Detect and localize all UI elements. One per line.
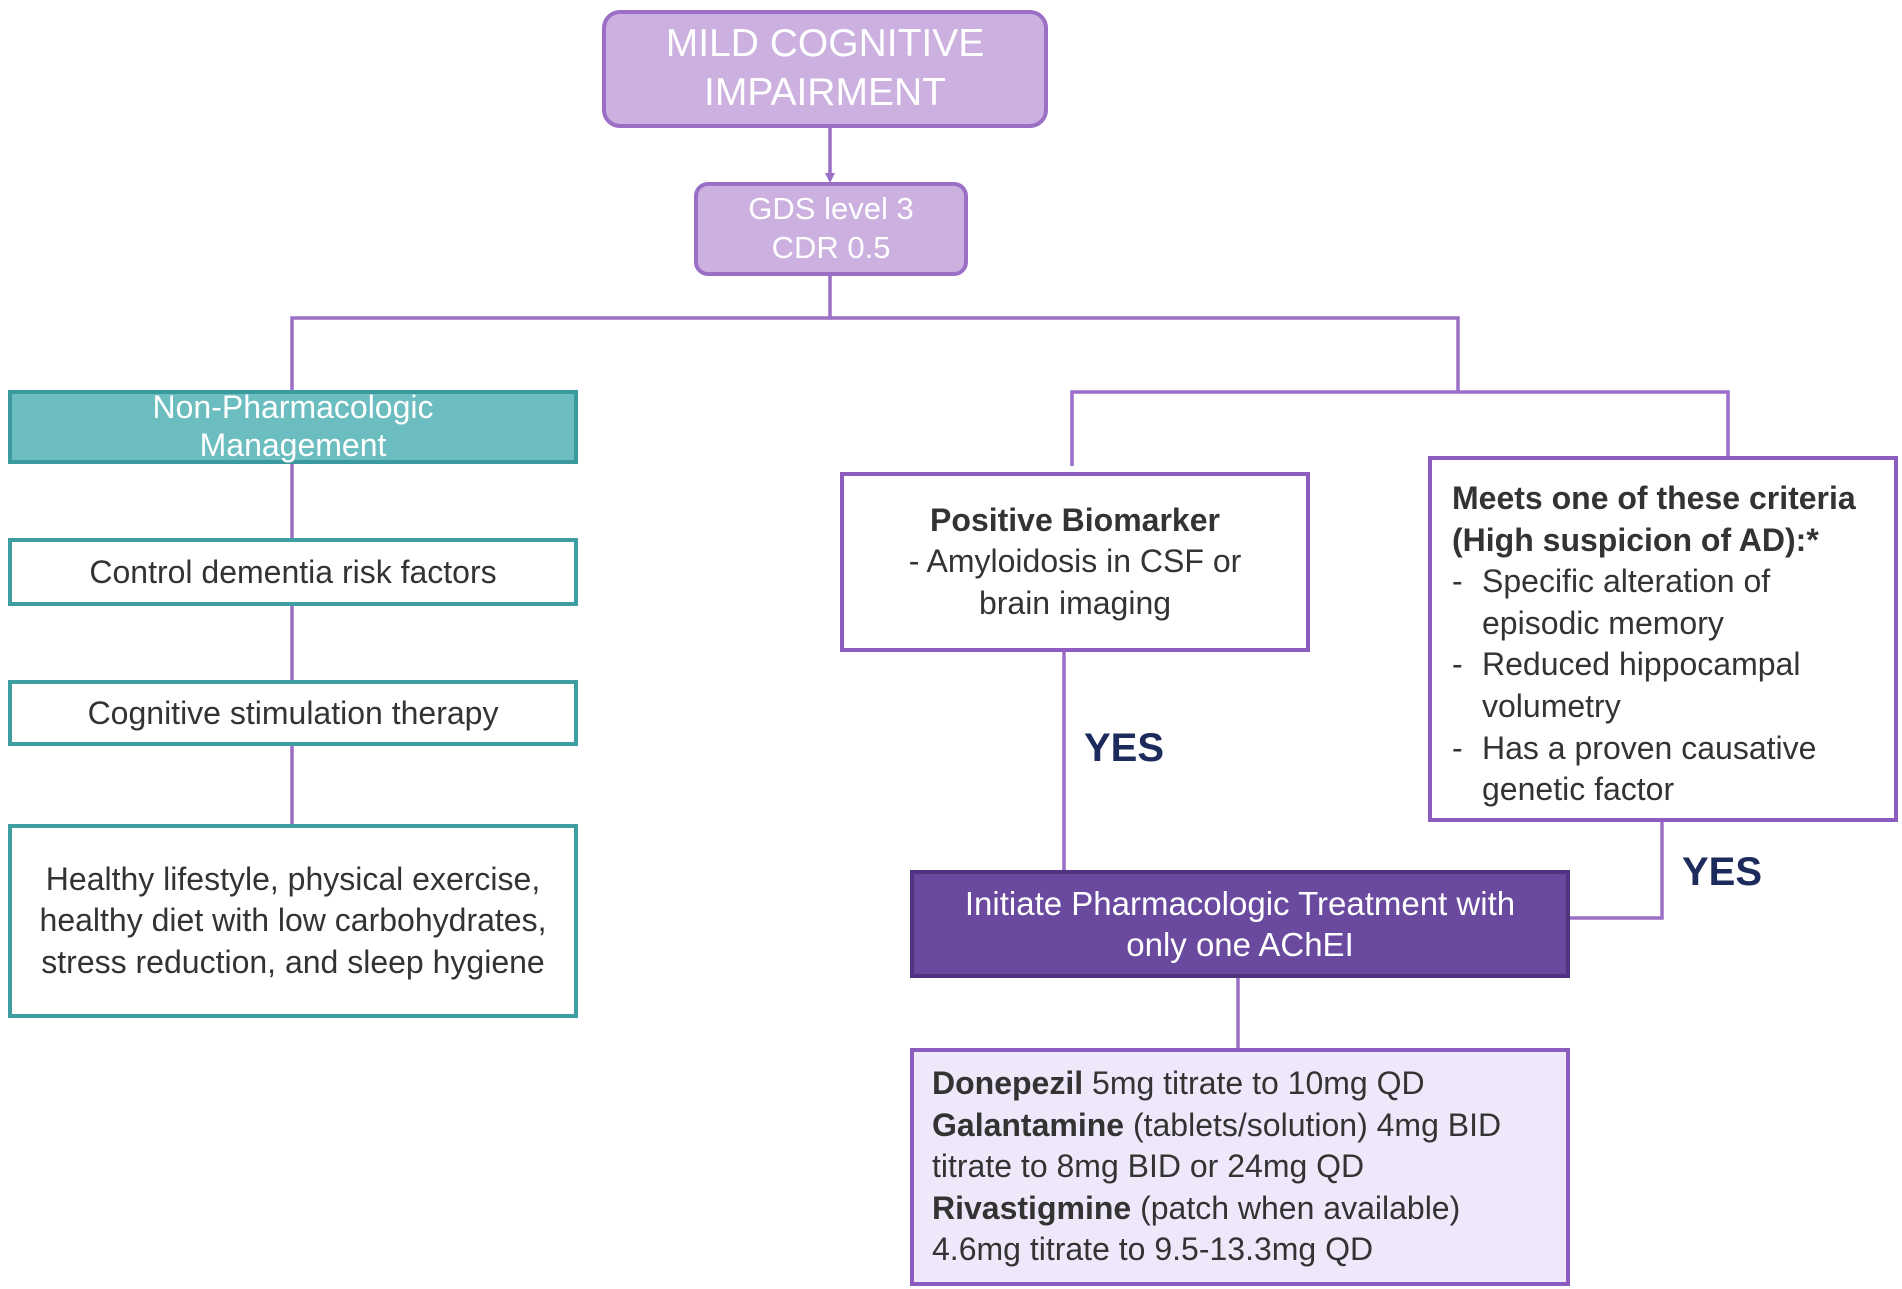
healthy-lifestyle-text: Healthy lifestyle, physical exercise, he… <box>39 860 547 980</box>
criteria-box: Meets one of these criteria (High suspic… <box>1428 456 1898 822</box>
gds-line-1: GDS level 3 <box>748 191 914 227</box>
criteria-dash: - <box>1452 729 1463 766</box>
biomarker-line-3: brain imaging <box>978 584 1172 621</box>
gds-line-2: CDR 0.5 <box>771 230 891 265</box>
initiate-line-2: only one AChEI <box>1126 926 1354 963</box>
criteria-item: - Reduced hippocampal volumetry <box>1452 644 1876 727</box>
drug-entry: Donepezil 5mg titrate to 10mg QD <box>932 1063 1425 1105</box>
risk-factors-box: Control dementia risk factors <box>8 538 578 606</box>
non-pharmacologic-header: Non-Pharmacologic Management <box>8 389 578 464</box>
top-line-2: IMPAIRMENT <box>704 71 946 114</box>
biomarker-title: Positive Biomarker <box>930 501 1220 538</box>
branch-split <box>1070 390 1730 466</box>
mild-cognitive-impairment-box: MILD COGNITIVE IMPAIRMENT <box>602 10 1048 128</box>
criteria-dash: - <box>1452 646 1463 683</box>
drug-detail: (tablets/solution) 4mg BID titrate to 8m… <box>932 1106 1502 1185</box>
initiate-treatment-box: Initiate Pharmacologic Treatment with on… <box>910 870 1570 978</box>
criteria-item-text: Reduced hippocampal volumetry <box>1482 646 1801 724</box>
drug-detail: (patch when available) 4.6mg titrate to … <box>932 1189 1461 1268</box>
criteria-dash: - <box>1452 563 1463 600</box>
drug-entry: Rivastigmine (patch when available) 4.6m… <box>932 1188 1548 1271</box>
yes-label-criteria: YES <box>1682 850 1763 894</box>
criteria-item-text: Has a proven causative genetic factor <box>1482 729 1817 808</box>
risk-factors-text: Control dementia risk factors <box>89 554 497 590</box>
drug-name: Donepezil <box>932 1065 1084 1102</box>
branch-gds <box>290 276 832 390</box>
initiate-line-1: Initiate Pharmacologic Treatment with <box>964 884 1516 922</box>
healthy-lifestyle-box: Healthy lifestyle, physical exercise, he… <box>8 824 578 1018</box>
drug-name: Rivastigmine <box>932 1189 1132 1226</box>
criteria-title: Meets one of these criteria (High suspic… <box>1452 480 1856 558</box>
non-pharm-title-2: Management <box>199 427 387 463</box>
criteria-item: - Has a proven causative genetic factor <box>1452 728 1876 811</box>
criteria-item-text: Specific alteration of episodic memory <box>1482 563 1771 641</box>
branch-right <box>830 316 1460 392</box>
cognitive-stimulation-text: Cognitive stimulation therapy <box>87 695 499 731</box>
criteria-item: - Specific alteration of episodic memory <box>1452 561 1876 644</box>
top-line-1: MILD COGNITIVE <box>665 22 985 66</box>
cognitive-stimulation-box: Cognitive stimulation therapy <box>8 680 578 746</box>
biomarker-line-2: - Amyloidosis in CSF or <box>908 543 1242 580</box>
link-criteria-initiate <box>1570 822 1664 920</box>
drug-entry: Galantamine (tablets/solution) 4mg BID t… <box>932 1105 1548 1188</box>
yes-label-biomarker: YES <box>1084 726 1165 770</box>
drug-dosing-box: Donepezil 5mg titrate to 10mg QD Galanta… <box>910 1048 1570 1286</box>
drug-detail: 5mg titrate to 10mg QD <box>1083 1065 1425 1102</box>
gds-cdr-box: GDS level 3 CDR 0.5 <box>694 182 968 276</box>
positive-biomarker-box: Positive Biomarker - Amyloidosis in CSF … <box>840 472 1310 652</box>
drug-name: Galantamine <box>932 1106 1125 1143</box>
non-pharm-title-1: Non-Pharmacologic <box>152 389 434 426</box>
